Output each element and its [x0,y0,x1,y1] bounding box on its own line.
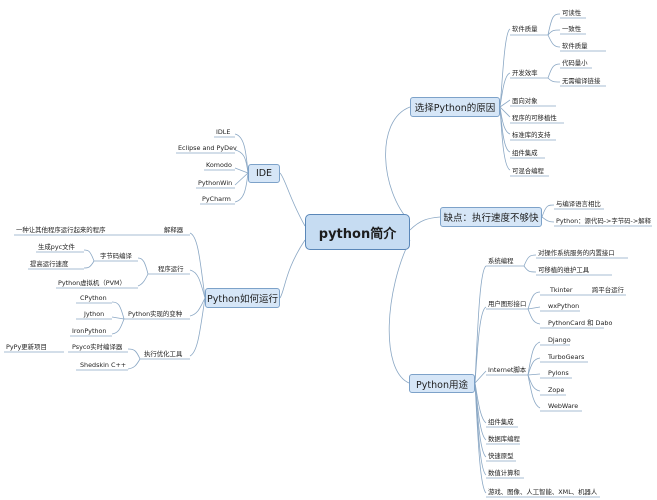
use-item: 数据库编程 [488,435,520,443]
pypy-label: PyPy更新项目 [6,343,47,351]
drawback-item: 与编译语言相比 [556,200,601,208]
ide-item: PyCharm [202,195,231,203]
quality-item: 可读性 [562,9,582,17]
psyco-label: Psyco实时编译器 [72,343,123,351]
ide-item: PythonWin [198,179,233,187]
uses-node[interactable]: Python用途 [409,374,475,393]
variant-item: CPython [80,294,107,302]
reason-item: 标准库的支持 [512,131,551,139]
drawback-item: Python：源代码->字节码->解释 [556,217,651,225]
use-item: 快速原型 [488,452,514,460]
use-item: 游戏、图像、人工智能、XML、机器人 [488,488,598,496]
quality-label: 软件质量 [512,25,538,33]
use-item: 数值计算和 [488,469,520,477]
interpreter-label: 解释器 [164,226,184,234]
variant-item: IronPython [72,327,107,335]
shedskin-label: Shedskin C++ [80,361,127,369]
ide-item: Eclipse and PyDev [178,144,237,152]
quality-item: 一致性 [562,25,582,33]
reason-item: 可混合编程 [512,167,544,175]
optimize-label: 执行优化工具 [144,350,183,358]
internet-item: Django [548,336,571,344]
reasons-node[interactable]: 选择Python的原因 [410,97,500,117]
gui-item-tkinter: Tkinter [550,286,573,294]
program-run-label: 程序运行 [158,265,184,273]
internet-label: Internet脚本 [488,366,527,374]
running-node[interactable]: Python如何运行 [205,288,280,308]
efficiency-item: 代码量小 [562,59,588,67]
efficiency-item: 无需编译链接 [562,77,601,85]
interpreter-desc: 一种让其他程序运行起来的程序 [16,226,106,234]
reason-item: 面向对象 [512,97,538,105]
root-node[interactable]: python简介 [305,214,410,250]
drawback-node[interactable]: 缺点：执行速度不够快 [440,207,542,227]
internet-item: TurboGears [548,353,585,361]
internet-item: WebWare [548,402,579,410]
quality-item: 软件质量 [562,42,588,50]
ide-node[interactable]: IDE [248,164,280,183]
gui-cross-platform: 跨平台运行 [592,286,624,294]
use-item: 组件集成 [488,418,514,426]
system-item: 对操作系统服务的内置接口 [538,249,615,257]
system-item: 可移植的维护工具 [538,266,590,274]
bytecode-item: 提高运行速度 [30,260,69,268]
ide-item: IDLE [216,128,231,136]
efficiency-label: 开发效率 [512,69,538,77]
variants-label: Python实现的变种 [128,310,183,318]
ide-item: Komodo [206,161,232,169]
bytecode-label: 字节码编译 [100,252,132,260]
bytecode-item: 生成pyc文件 [38,243,75,251]
gui-item: PythonCard 和 Dabo [548,319,613,327]
gui-item: wxPython [548,302,580,310]
internet-item: Pylons [548,369,569,377]
variant-item: Jython [84,310,105,318]
pvm-label: Python虚拟机（PVM） [58,279,126,287]
internet-item: Zope [548,386,565,394]
gui-label: 用户图形接口 [488,300,527,308]
reason-item: 程序的可移植性 [512,114,557,122]
system-label: 系统编程 [488,257,514,265]
reason-item: 组件集成 [512,149,538,157]
